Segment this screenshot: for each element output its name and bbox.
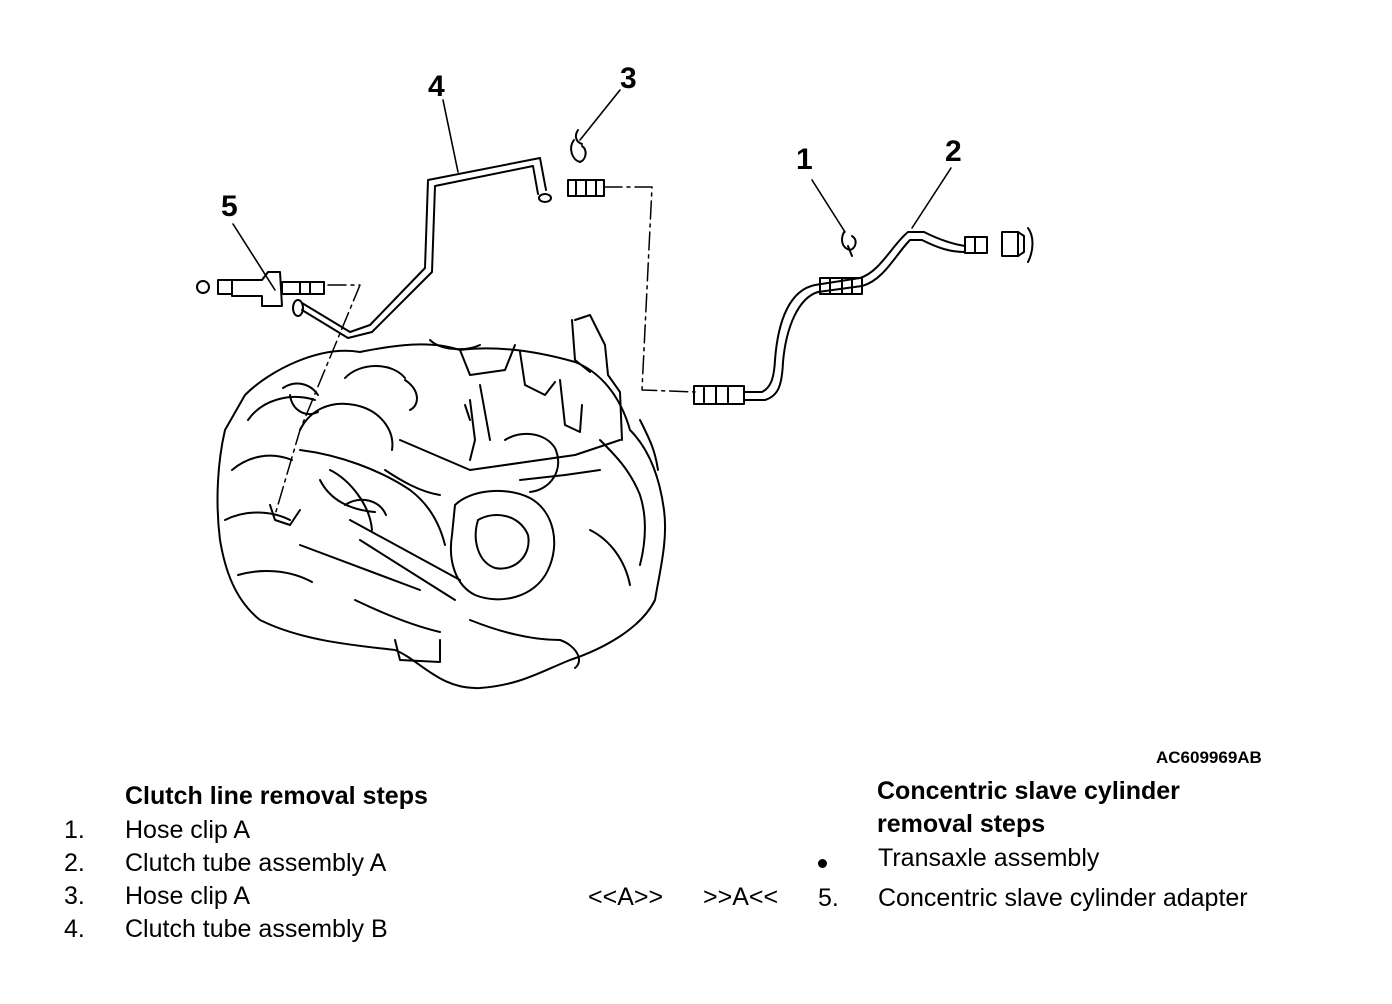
clutch-tube-assembly-a [693,227,1034,405]
callout-1: 1 [796,143,813,176]
step-text: Concentric slave cylinder adapter [878,884,1248,912]
slave-cylinder-adapter [196,271,325,307]
alignment-lines [274,186,696,516]
callout-3: 3 [620,62,637,95]
step-text: Transaxle assembly [878,844,1100,872]
step-number: 5. [818,884,839,912]
step-text: Hose clip A [125,882,251,910]
bullet-icon [818,859,827,868]
figure-id: AC609969AB [1156,748,1262,767]
callout-4: 4 [428,70,445,103]
hose-clip-3 [570,129,587,163]
clutch-line-diagram [196,89,1034,690]
transaxle-housing [216,314,667,690]
removal-mark: >>A<< [703,883,779,911]
step-text: Clutch tube assembly A [125,849,387,877]
slave-cylinder-heading-line2: removal steps [877,810,1046,838]
clutch-line-heading: Clutch line removal steps [125,782,428,810]
fitting-top [567,179,605,197]
leader-lines [232,89,952,291]
hose-clip-1 [841,231,857,257]
installation-mark: <<A>> [588,883,664,911]
step-number: 1. [64,816,85,844]
slave-cylinder-heading-line1: Concentric slave cylinder [877,777,1180,805]
step-number: 3. [64,882,85,910]
callout-2: 2 [945,135,962,168]
step-text: Hose clip A [125,816,251,844]
clutch-tube-assembly-b [292,157,552,339]
step-number: 2. [64,849,85,877]
step-number: 4. [64,915,85,943]
callout-5: 5 [221,190,238,223]
step-text: Clutch tube assembly B [125,915,388,943]
